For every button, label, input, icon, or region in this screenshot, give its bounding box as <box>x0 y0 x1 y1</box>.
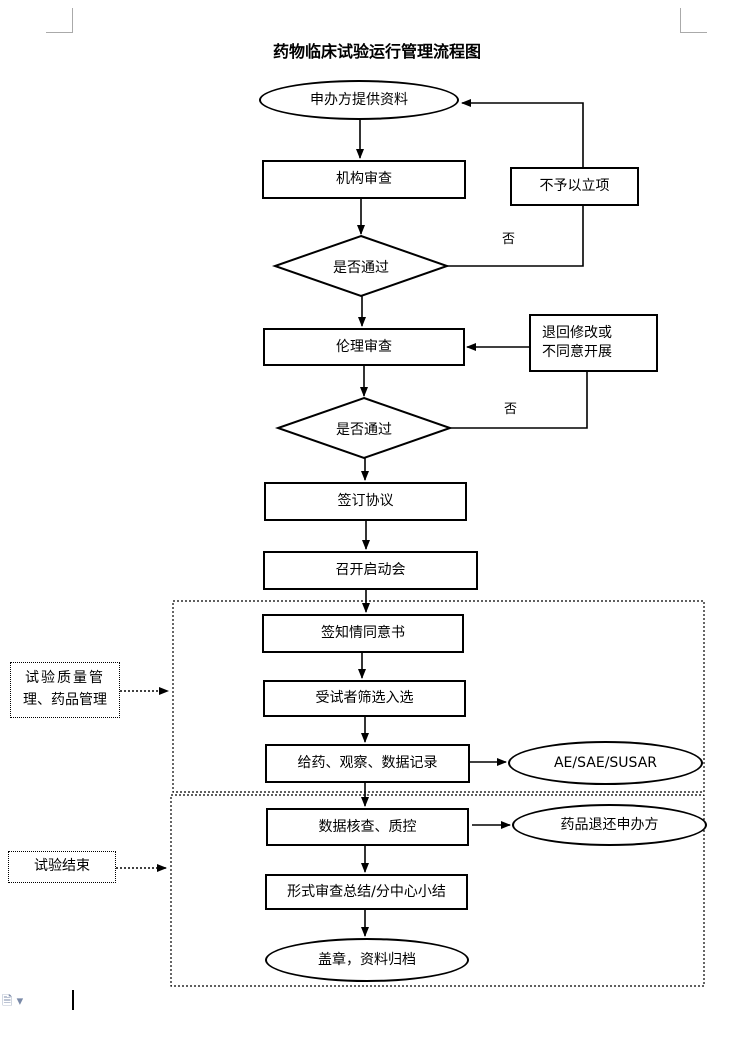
summary-node: 形式审查总结/分中心小结 <box>265 874 468 910</box>
sponsor-node: 申办方提供资料 <box>259 80 459 120</box>
screening-label: 受试者筛选入选 <box>315 690 414 707</box>
page-title: 药物临床试验运行管理流程图 <box>272 42 481 61</box>
ae-node: AE/SAE/SUSAR <box>508 741 703 785</box>
decision1-diamond <box>271 234 451 298</box>
no-label-1: 否 <box>502 232 516 247</box>
informed-consent-label: 签知情同意书 <box>321 625 405 642</box>
drug-return-label: 药品退还申办方 <box>560 816 659 833</box>
revise-line1: 退回修改或 <box>542 325 612 342</box>
qa-note: 试验质量管 理、药品管理 <box>10 662 120 718</box>
revise-node: 退回修改或 不同意开展 <box>529 314 658 372</box>
sign-agreement-node: 签订协议 <box>264 482 467 521</box>
page-corner-top-left <box>46 8 73 33</box>
page-corner-top-right <box>680 8 707 33</box>
sign-agreement-label: 签订协议 <box>337 493 394 510</box>
ethics-review-label: 伦理审查 <box>336 338 392 355</box>
summary-label: 形式审查总结/分中心小结 <box>287 883 446 900</box>
qa-note-line2: 理、药品管理 <box>23 692 107 708</box>
kickoff-node: 召开启动会 <box>263 551 478 590</box>
dosing-label: 给药、观察、数据记录 <box>297 755 438 772</box>
screening-node: 受试者筛选入选 <box>263 680 466 717</box>
text-cursor <box>72 990 74 1010</box>
decision1-label: 是否通过 <box>333 260 389 276</box>
trial-end-note: 试验结束 <box>8 851 116 883</box>
kickoff-label: 召开启动会 <box>335 562 406 579</box>
archive-label: 盖章，资料归档 <box>318 951 416 968</box>
data-check-node: 数据核查、质控 <box>266 808 469 846</box>
revise-line2: 不同意开展 <box>542 344 612 360</box>
institution-review-node: 机构审查 <box>262 160 466 199</box>
decision2-diamond <box>274 396 454 460</box>
not-approved-label: 不予以立项 <box>539 178 610 195</box>
drug-return-node: 药品退还申办方 <box>512 804 707 846</box>
archive-node: 盖章，资料归档 <box>265 938 469 982</box>
decision2-label: 是否通过 <box>336 422 392 438</box>
group-box-trial-conduct <box>172 600 705 793</box>
data-check-label: 数据核查、质控 <box>318 818 417 835</box>
ethics-review-node: 伦理审查 <box>263 328 465 366</box>
sponsor-label: 申办方提供资料 <box>310 91 408 108</box>
informed-consent-node: 签知情同意书 <box>262 614 464 653</box>
not-approved-node: 不予以立项 <box>510 167 639 206</box>
dosing-node: 给药、观察、数据记录 <box>265 744 470 783</box>
document-icon[interactable]: 🗎 ▾ <box>2 994 24 1009</box>
institution-review-label: 机构审查 <box>336 171 392 188</box>
group-box-trial-end <box>170 794 705 987</box>
trial-end-label: 试验结束 <box>34 858 90 875</box>
ae-label: AE/SAE/SUSAR <box>553 754 657 771</box>
no-label-2: 否 <box>504 402 518 417</box>
qa-note-line1: 试验质量管 <box>25 670 105 687</box>
